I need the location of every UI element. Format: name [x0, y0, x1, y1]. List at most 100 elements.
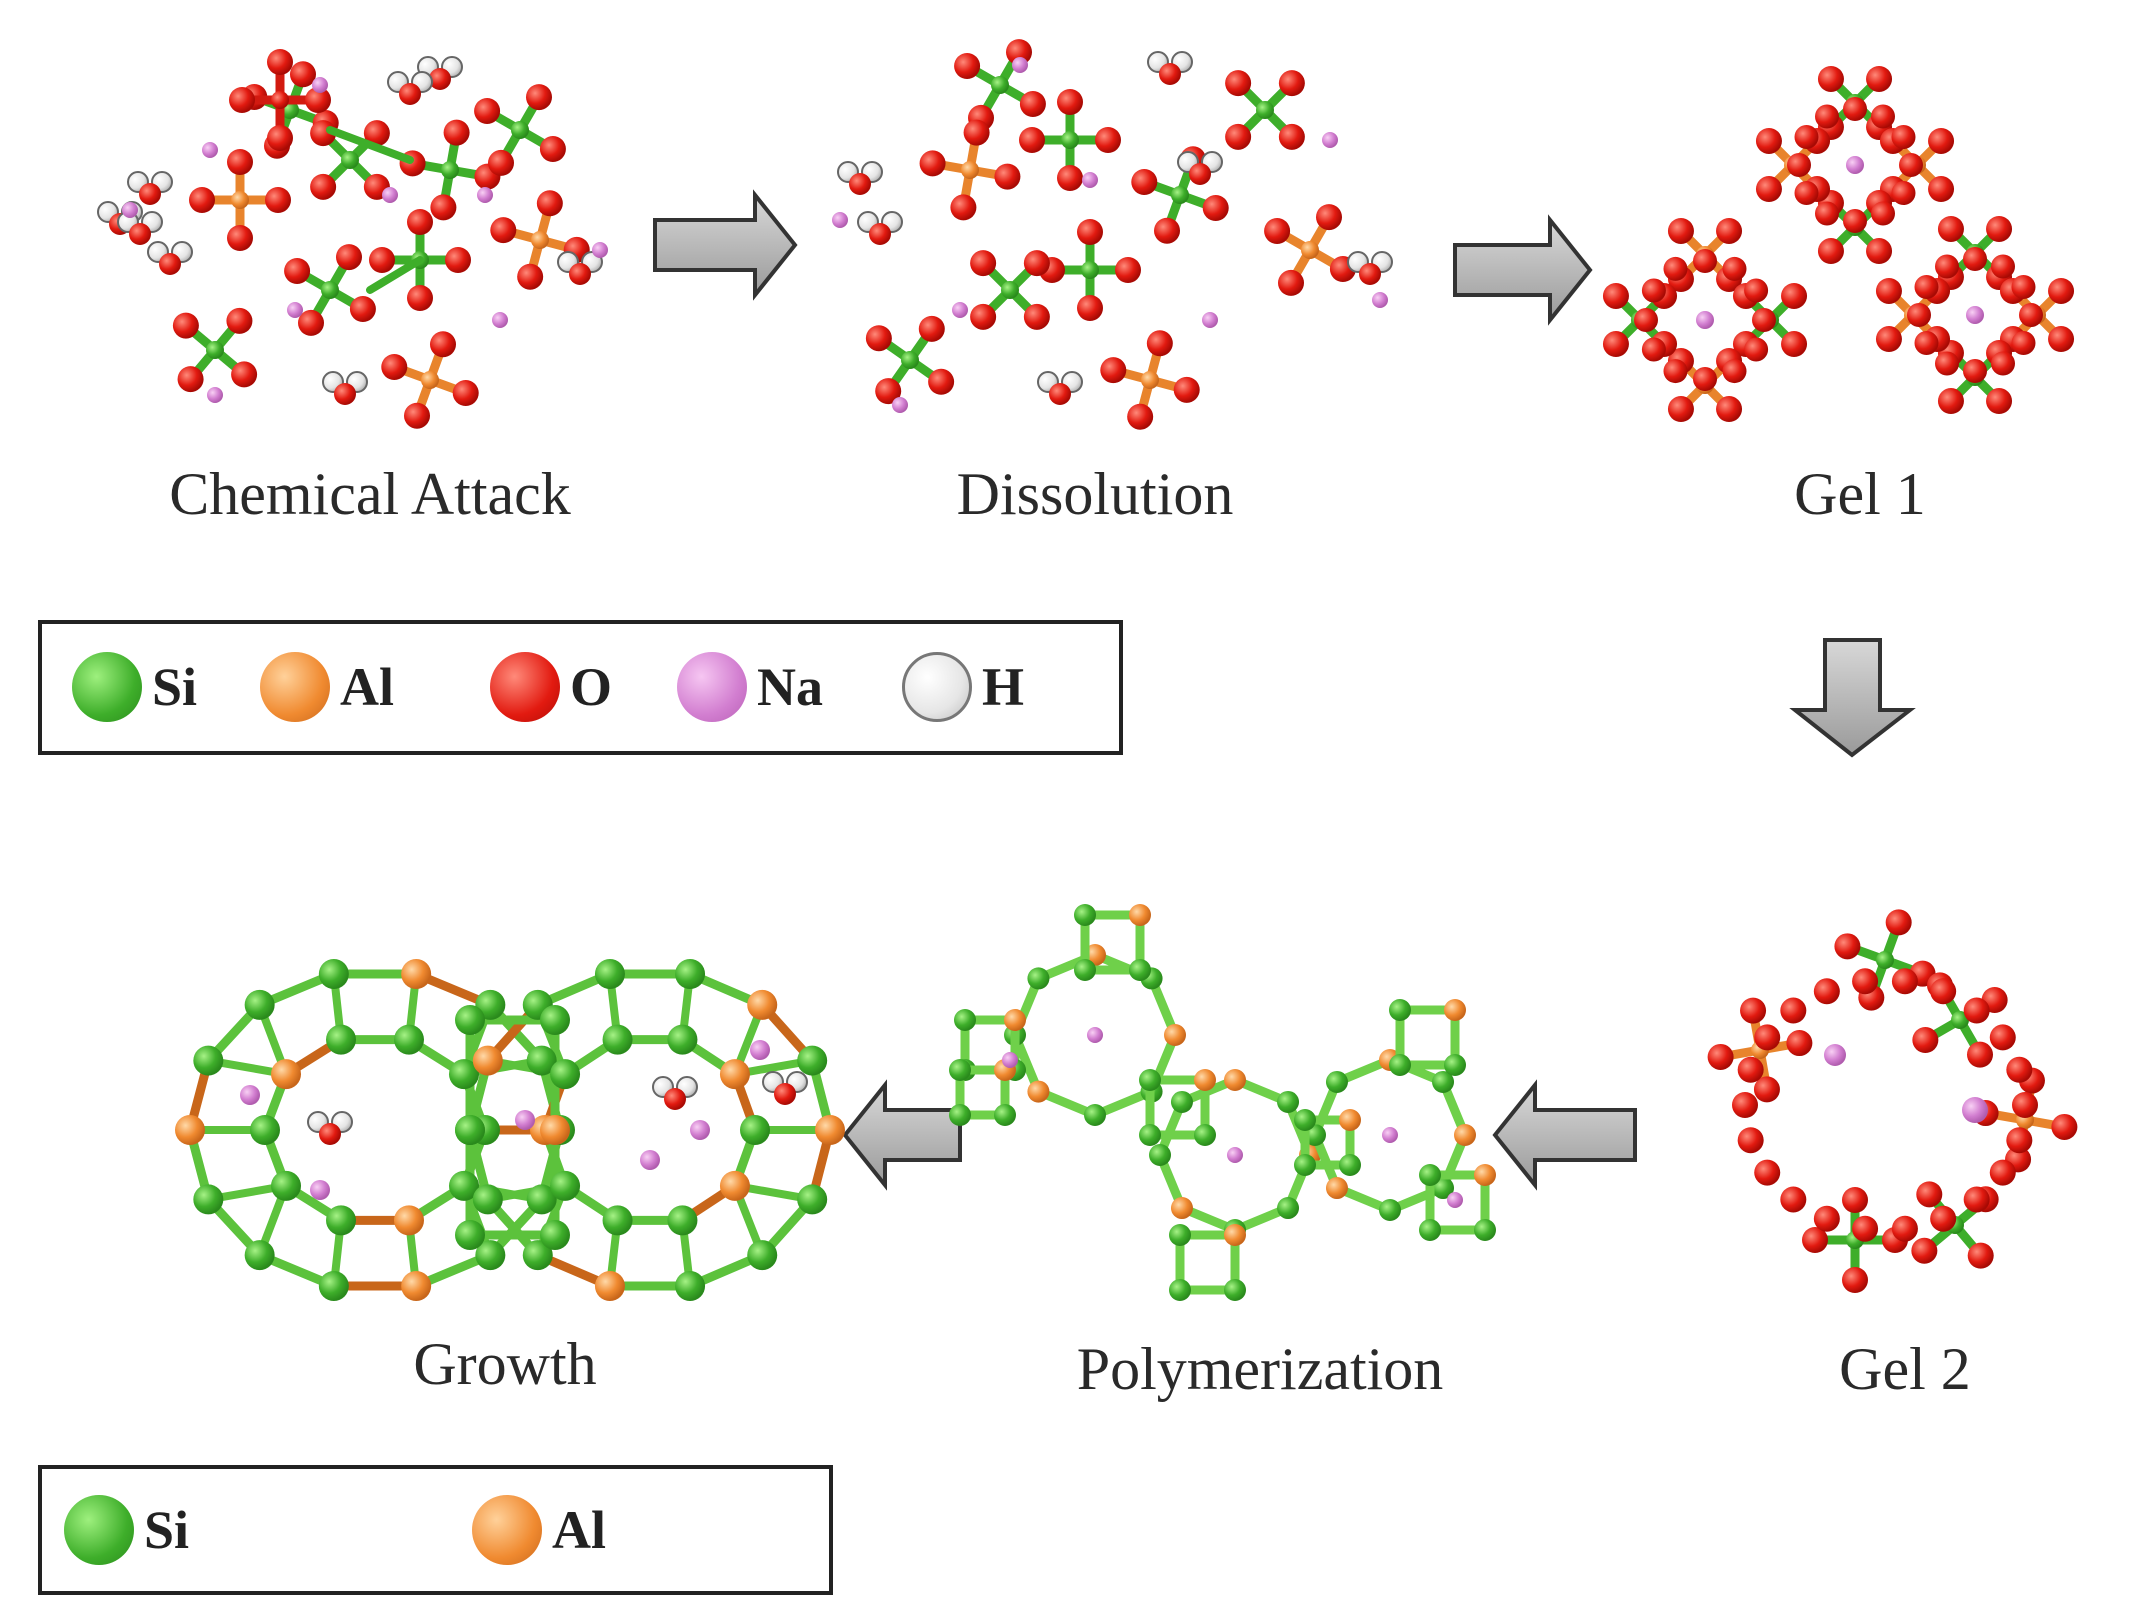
si-atom — [797, 1045, 828, 1076]
si-atom — [1074, 959, 1096, 981]
o-atom — [429, 68, 451, 90]
si-atom — [1194, 1124, 1216, 1146]
al-atom — [1170, 1197, 1193, 1220]
si-atom — [455, 1115, 485, 1145]
o-atom — [1077, 295, 1103, 321]
si-atom — [522, 1240, 553, 1271]
si-atom — [675, 1270, 706, 1301]
o-atom — [189, 187, 215, 213]
si-atom-icon — [64, 1495, 134, 1565]
o-atom — [1278, 123, 1305, 150]
al-atom — [1129, 904, 1151, 926]
legend-label-si: Si — [152, 657, 198, 717]
si-atom — [1027, 967, 1050, 990]
o-atom — [1963, 1186, 1990, 1213]
o-atom — [1707, 1043, 1734, 1070]
legend-item-si-tetra: Si — [64, 1495, 189, 1565]
o-atom — [172, 312, 199, 339]
na-atom — [892, 397, 908, 413]
si-atom — [1149, 1144, 1171, 1166]
na-atom — [1002, 1052, 1018, 1068]
o-atom — [1817, 65, 1844, 92]
o-atom — [774, 1083, 796, 1105]
bond — [366, 256, 424, 294]
o-atom — [1316, 204, 1342, 231]
o-atom — [1928, 127, 1955, 154]
si-atom — [326, 1024, 357, 1055]
o-atom — [569, 263, 591, 285]
bond — [326, 126, 414, 164]
o-atom — [1786, 1030, 1813, 1057]
si-atom — [455, 1005, 485, 1035]
na-atom — [1082, 172, 1098, 188]
si-atom — [511, 121, 529, 139]
o-atom — [1842, 1187, 1868, 1213]
o-atom — [1794, 181, 1819, 205]
na-atom — [515, 1110, 535, 1130]
o-atom — [1095, 127, 1121, 153]
al-atom — [1444, 999, 1466, 1021]
o-atom — [1740, 997, 1767, 1024]
si-atom — [1474, 1219, 1496, 1241]
o-atom — [1986, 388, 2013, 415]
o-atom — [1930, 978, 1957, 1005]
o-atom — [452, 379, 479, 406]
legend-label-h: H — [982, 657, 1025, 717]
na-atom — [202, 142, 218, 158]
si-atom — [954, 1009, 976, 1031]
o-atom — [1663, 256, 1688, 281]
o-atom — [1780, 997, 1807, 1024]
o-atom — [1641, 278, 1666, 303]
na-atom — [750, 1040, 770, 1060]
na-atom — [1824, 1044, 1846, 1066]
o-atom — [369, 247, 395, 273]
si-atom — [1277, 1197, 1300, 1220]
o-atom — [1732, 1092, 1758, 1118]
na-atom — [1227, 1147, 1243, 1163]
al-atom — [1194, 1069, 1216, 1091]
na-atom — [1087, 1027, 1103, 1043]
al-atom — [401, 1270, 432, 1301]
o-atom — [443, 119, 470, 146]
arrow-left-2 — [842, 1079, 962, 1191]
arrow-right-1 — [653, 189, 798, 301]
o-atom — [1891, 968, 1918, 995]
si-atom — [1389, 999, 1411, 1021]
o-atom — [1602, 331, 1629, 358]
al-atom — [1224, 1224, 1246, 1246]
label-chemical-attack: Chemical Attack — [169, 461, 571, 527]
o-atom — [289, 61, 316, 88]
o-atom — [1914, 331, 1939, 355]
o-atom — [1077, 219, 1103, 245]
na-atom — [240, 1085, 260, 1105]
o-atom — [1967, 1041, 1993, 1068]
o-atom — [994, 163, 1021, 190]
o-atom — [875, 378, 902, 405]
o-atom — [1843, 97, 1867, 121]
al-atom — [1004, 1009, 1026, 1031]
o-atom — [865, 325, 892, 352]
si-atom — [1171, 186, 1189, 204]
molecule-chemical-attack — [97, 49, 608, 429]
legend-item-o: O — [490, 652, 612, 722]
atom-legend: Si Al O Na H — [38, 620, 1123, 755]
o-atom — [849, 173, 871, 195]
na-atom — [592, 242, 608, 258]
si-atom — [949, 1104, 971, 1126]
o-atom — [1986, 215, 2013, 242]
label-gel-2: Gel 2 — [1839, 1336, 1971, 1402]
al-atom — [1301, 241, 1319, 259]
al-atom — [231, 191, 249, 209]
o-atom — [177, 366, 204, 393]
si-atom — [1294, 1154, 1316, 1176]
o-atom — [474, 98, 501, 124]
o-atom — [349, 296, 376, 322]
o-atom — [954, 53, 981, 79]
al-atom — [175, 1115, 205, 1145]
o-atom — [430, 194, 457, 221]
na-atom — [310, 1180, 330, 1200]
o-atom — [2006, 1056, 2033, 1083]
o-atom — [2048, 277, 2075, 304]
legend-item-h: H — [902, 652, 1024, 722]
o-atom — [1663, 359, 1688, 384]
